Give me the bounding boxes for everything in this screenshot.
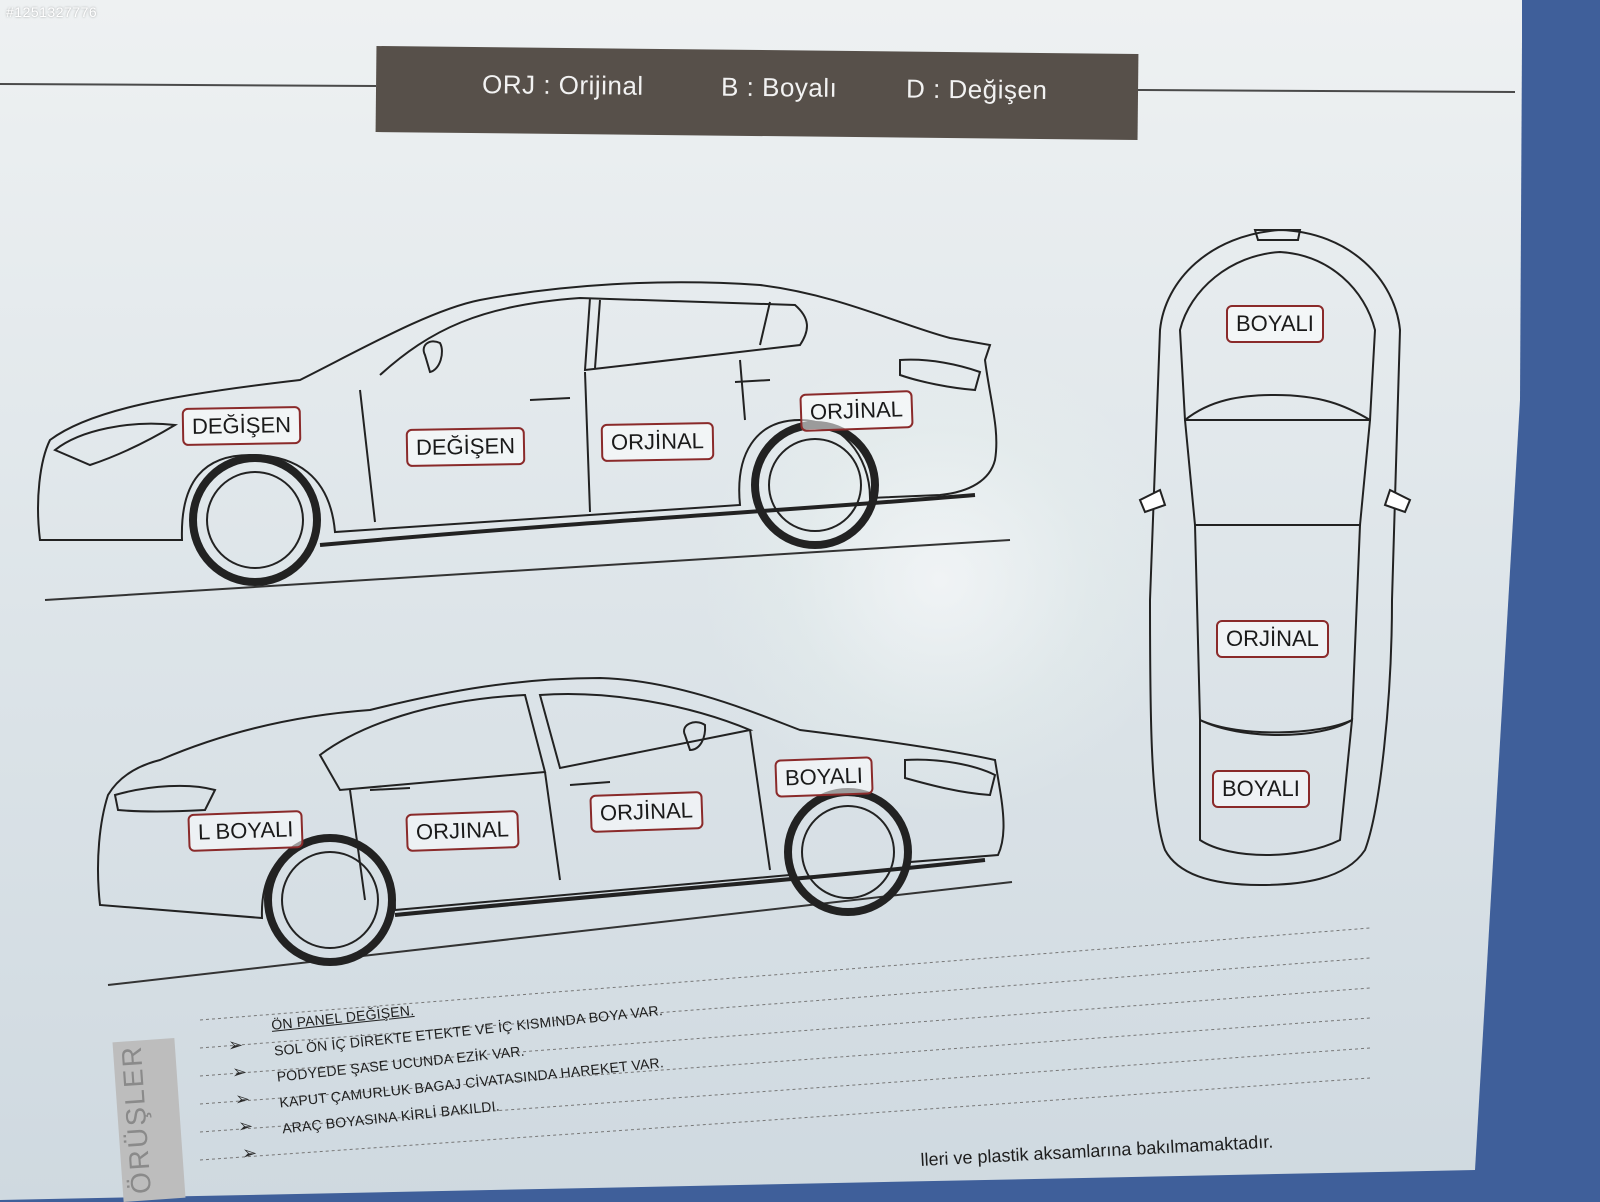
label-trunk: BOYALI <box>1212 770 1310 808</box>
bullet-arrow-icon: ➢ <box>235 1089 251 1109</box>
label-roof: ORJİNAL <box>1216 620 1329 658</box>
header-rules <box>0 83 1516 93</box>
bullet-arrow-icon: ➢ <box>242 1143 258 1163</box>
label-hood: BOYALI <box>1226 305 1324 343</box>
photo-id-watermark: #1251327776 <box>6 4 98 20</box>
bullet-arrow-icon: ➢ <box>238 1116 254 1136</box>
screen-glare <box>700 350 1180 810</box>
bullet-arrow-icon: ➢ <box>232 1062 248 1082</box>
bullet-arrow-icon: ➢ <box>228 1035 244 1055</box>
